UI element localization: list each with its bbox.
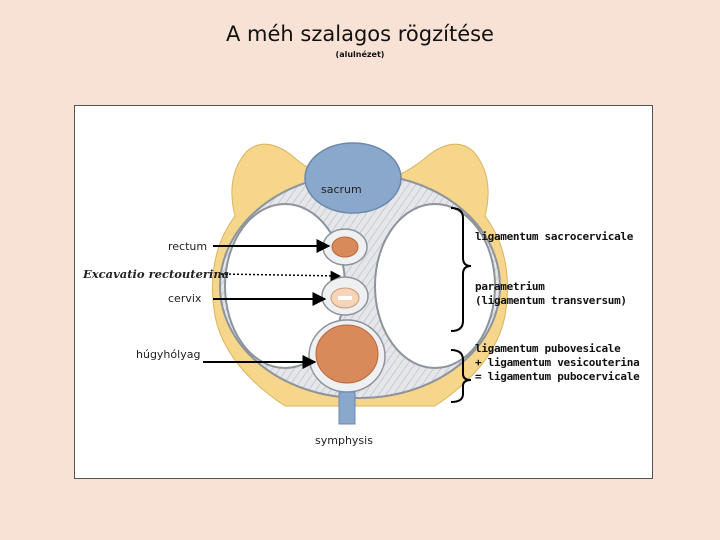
pubovesicale-label: ligamentum pubovesicale: [475, 342, 621, 355]
symphysis-label: symphysis: [315, 434, 373, 447]
sacrum-label: sacrum: [321, 183, 362, 196]
excavatio-label: Excavatio rectouterina: [83, 267, 230, 281]
pubocervicale-label: = ligamentum pubocervicale: [475, 370, 640, 383]
ligament-brackets: [450, 207, 472, 403]
page-subtitle: (alulnézet): [335, 50, 385, 59]
transversum-label: (ligamentum transversum): [475, 294, 627, 307]
upper-bracket: [450, 207, 472, 332]
sacrum-shape: [304, 142, 402, 214]
vesicouterina-label: + ligamentum vesicouterina: [475, 356, 640, 369]
rectum-label: rectum: [168, 240, 208, 253]
rectum-shape: [322, 228, 368, 266]
cervix-label: cervix: [168, 292, 202, 305]
symphysis-shape: [338, 391, 356, 425]
bladder-label: húgyhólyag: [136, 348, 201, 361]
pointer-arrows: [203, 239, 342, 369]
page-title: A méh szalagos rögzítése: [226, 22, 494, 46]
bladder-shape: [308, 319, 386, 393]
parametrium-label: parametrium: [475, 280, 545, 293]
cervix-shape: [321, 276, 369, 316]
lower-bracket: [450, 349, 472, 403]
sacrocervicale-label: ligamentum sacrocervicale: [475, 230, 634, 243]
diagram-panel: sacrum rectum Excavatio rectouterina cer…: [74, 105, 653, 479]
pelvis-illustration: [203, 142, 508, 425]
